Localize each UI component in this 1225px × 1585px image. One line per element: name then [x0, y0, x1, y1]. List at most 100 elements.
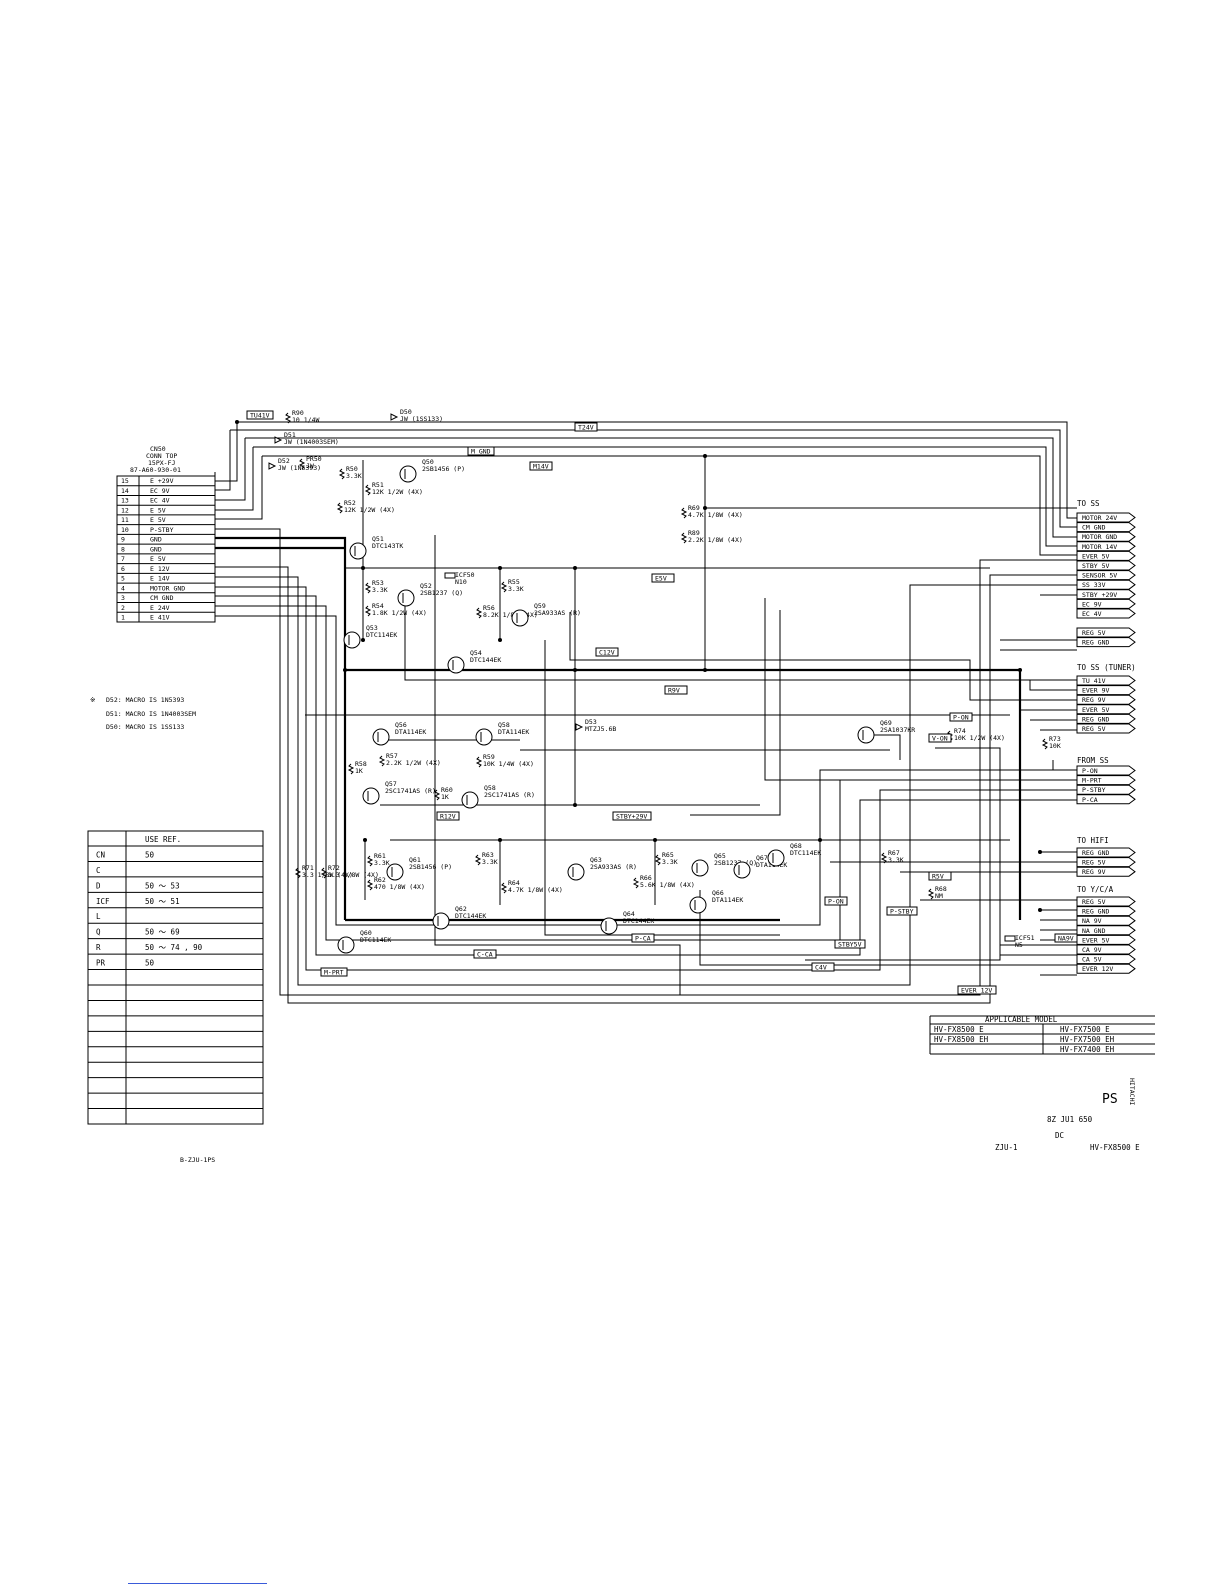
component-ref: Q51 — [372, 535, 384, 543]
junction-dot — [703, 454, 707, 458]
applicable-model-title: APPLICABLE MODEL — [985, 1015, 1058, 1024]
connector-part: 87-A60-930-01 — [130, 466, 181, 474]
port-label: M-PRT — [1082, 777, 1102, 785]
resistor-symbol — [347, 763, 355, 775]
component-value: DTC143TK — [372, 542, 403, 550]
resistor-symbol — [475, 607, 483, 619]
component-ref: Q53 — [366, 624, 378, 632]
macro-notes: ※ D52: MACRO IS 1N5393 D51: MACRO IS 1N4… — [90, 696, 196, 731]
component-ref: R55 — [508, 578, 520, 586]
component-ref: R69 — [688, 504, 700, 512]
port-label: MOTOR GND — [1082, 533, 1117, 541]
component-value: DTC144EK — [623, 917, 654, 925]
component-value: 5.6K 1/8W (4X) — [640, 881, 695, 889]
component-value: 2.2K 1/8W (4X) — [688, 536, 743, 544]
component-value: 2SA1037KR — [880, 726, 915, 734]
component-value: DTA114EK — [395, 728, 426, 736]
pin-number: 12 — [121, 506, 129, 514]
model-r2-c2: HV-FX7500 EH — [1060, 1035, 1115, 1044]
fuse-symbol — [444, 572, 456, 579]
net-flag-label: M14V — [533, 463, 549, 471]
use-ref-range: 50 — [145, 959, 155, 968]
port-group-title: TO Y/C/A — [1077, 885, 1114, 894]
transistor-symbol — [447, 656, 465, 674]
port-label: STBY +29V — [1082, 591, 1117, 599]
port-arrow — [1076, 775, 1136, 786]
pin-name: E 12V — [150, 565, 170, 573]
component-ref: Q58 — [498, 721, 510, 729]
net-flag-label: C12V — [599, 649, 615, 657]
component-ref: Q57 — [385, 780, 397, 788]
junction-dot — [498, 638, 502, 642]
net-flag-label: EVER 12V — [961, 987, 992, 995]
net-flag — [631, 933, 655, 943]
net-flag-label: NA9V — [1058, 935, 1074, 943]
component-ref: Q52 — [420, 582, 432, 590]
port-arrow — [1076, 954, 1136, 965]
net-flag — [928, 871, 952, 881]
port-label: MOTOR 24V — [1082, 514, 1117, 522]
component-ref: Q61 — [409, 856, 421, 864]
connector-desc: CONN TOP — [146, 452, 177, 460]
port-label: REG 5V — [1082, 629, 1106, 637]
component-ref: Q68 — [790, 842, 802, 850]
component-ref: R60 — [441, 786, 453, 794]
resistor-symbol — [364, 484, 372, 496]
component-ref: R51 — [372, 481, 384, 489]
component-value: N10 — [455, 578, 467, 586]
component-ref: R57 — [386, 752, 398, 760]
transistor-symbol — [567, 863, 585, 881]
component-ref: R50 — [346, 465, 358, 473]
pin-number: 11 — [121, 516, 129, 524]
resistor-symbol — [366, 855, 374, 867]
component-value: 10K 1/2W (4X) — [954, 734, 1005, 742]
component-ref: R90 — [292, 409, 304, 417]
component-value: DTA114EK — [498, 728, 529, 736]
port-group-title: FROM SS — [1077, 756, 1109, 765]
port-arrow — [1076, 934, 1136, 945]
component-value: 3.3K — [888, 856, 904, 864]
port-arrow — [1076, 522, 1136, 533]
maker-logo: HITACHI — [1128, 1078, 1136, 1105]
pin-number: 13 — [121, 497, 129, 505]
port-arrow — [1076, 550, 1136, 561]
port-label: NA GND — [1082, 927, 1106, 935]
junction-dot — [1018, 668, 1022, 672]
component-value: 2SB1237 (Q) — [714, 859, 757, 867]
resistor-symbol — [364, 582, 372, 594]
port-label: EC 4V — [1082, 610, 1102, 618]
component-ref: Q66 — [712, 889, 724, 897]
transistor-symbol — [857, 726, 875, 744]
transistor-symbol — [399, 465, 417, 483]
net-flag — [664, 685, 688, 695]
net-flag — [651, 573, 675, 583]
junction-dot — [653, 838, 657, 842]
connector-ref: CN50 — [150, 445, 166, 453]
pin-number: 14 — [121, 487, 129, 495]
port-label: EVER 12V — [1082, 965, 1113, 973]
resistor-symbol — [474, 854, 482, 866]
net-flag — [595, 647, 619, 657]
use-ref-range: 50 ～ 74 , 90 — [145, 943, 203, 952]
applicable-model-table: APPLICABLE MODEL HV-FX8500 E HV-FX7500 E… — [929, 1015, 1155, 1055]
port-arrow — [1076, 579, 1136, 590]
use-ref-type: Q — [96, 928, 101, 937]
component-ref: ICF50 — [455, 571, 475, 579]
port-arrow — [1076, 694, 1136, 705]
junction-dot — [703, 506, 707, 510]
net-flag-label: M GND — [471, 448, 491, 456]
transistor-symbol — [386, 863, 404, 881]
net-flag — [886, 906, 918, 916]
component-ref: R56 — [483, 604, 495, 612]
port-arrow — [1076, 784, 1136, 795]
port-arrow — [1076, 906, 1136, 917]
resistor-symbol — [680, 507, 688, 519]
diode-symbol — [274, 436, 283, 444]
sheet-title: PS — [1102, 1092, 1118, 1107]
pin-number: 15 — [121, 477, 129, 485]
resistor-symbol — [475, 756, 483, 768]
use-ref-type: C — [96, 866, 101, 875]
port-arrow — [1076, 944, 1136, 955]
port-label: NA 9V — [1082, 917, 1102, 925]
